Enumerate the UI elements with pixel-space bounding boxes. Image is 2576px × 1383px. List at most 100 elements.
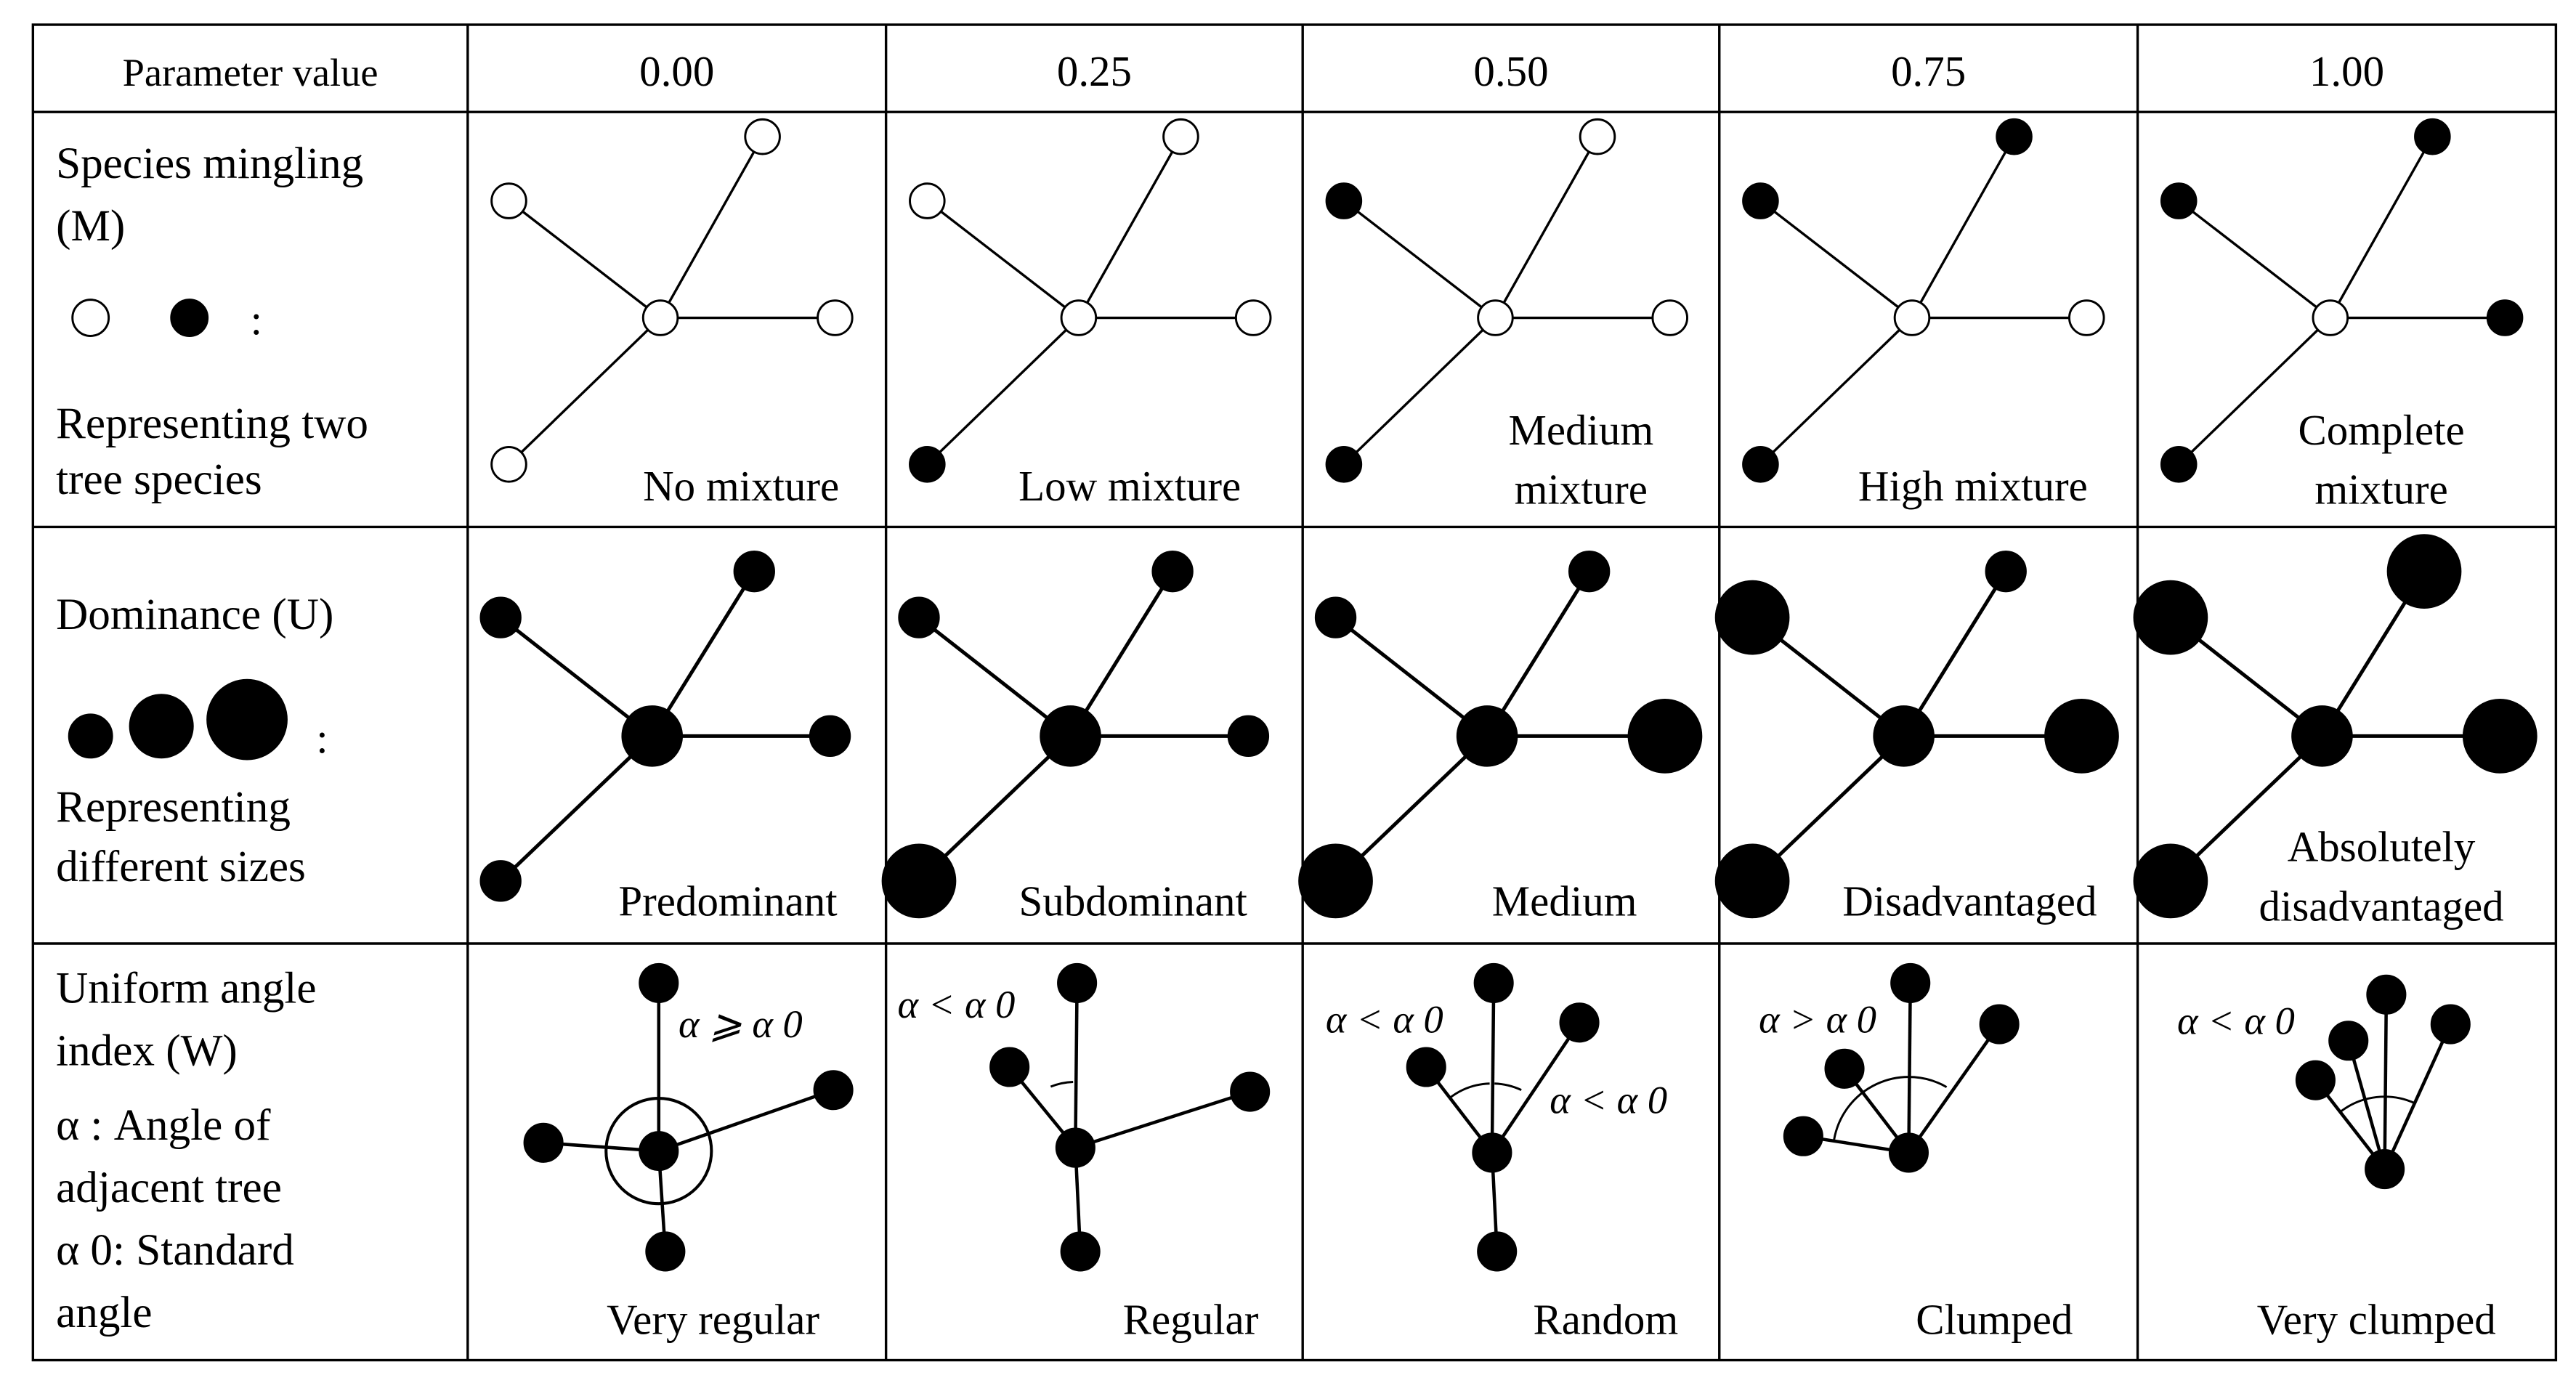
mingling-caption: mixture	[2314, 466, 2447, 514]
mingling-caption: High mixture	[1858, 462, 2088, 510]
dominance-caption: Subdominant	[1019, 877, 1248, 925]
mingling-reference-tree	[1893, 299, 1931, 336]
legend-size-medium	[129, 694, 194, 759]
dominance-neighbor-tree	[1627, 699, 1703, 774]
mingling-neighbor-tree	[490, 182, 527, 219]
mingling-reference-tree	[1060, 299, 1098, 336]
angle-neighbor-tree	[2430, 1004, 2471, 1045]
mingling-caption: Low mixture	[1018, 462, 1241, 510]
mingling-neighbor-tree	[1651, 299, 1689, 336]
dominance-edge	[1069, 570, 1175, 737]
mingling-neighbor-tree	[490, 446, 527, 483]
angle-arc	[1833, 1076, 1948, 1140]
angle-caption: Clumped	[1916, 1295, 2073, 1343]
legend-size-small	[68, 713, 113, 759]
legend-colon: :	[316, 714, 328, 762]
dominance-caption: disadvantaged	[2259, 882, 2504, 930]
legend-open-circle	[71, 299, 110, 337]
header-parameter-label: Parameter value	[123, 51, 378, 94]
header-value-1: 0.25	[1057, 47, 1132, 95]
mingling-edge	[508, 200, 662, 319]
mingling-reference-tree	[1477, 299, 1514, 336]
mingling-neighbor-tree	[1234, 299, 1272, 336]
mingling-neighbor-tree	[1162, 118, 1199, 155]
mingling-caption: Complete	[2298, 406, 2464, 454]
angle-edge	[1074, 1090, 1251, 1150]
angle-neighbor-tree	[2366, 974, 2407, 1015]
dominance-reference-tree	[2291, 705, 2353, 767]
angle-annotation: α < α 0	[1550, 1078, 1667, 1122]
angle-caption: Random	[1533, 1295, 1678, 1343]
angle-neighbor-tree	[2295, 1060, 2336, 1100]
angle-annotation: α < α 0	[2177, 999, 2295, 1043]
table-border	[31, 23, 2558, 1362]
mingling-neighbor-tree	[2486, 299, 2524, 336]
mingling-neighbor-tree	[1742, 182, 1779, 219]
mingling-edge	[1342, 317, 1496, 466]
mingling-neighbor-tree	[909, 446, 946, 483]
mingling-edge	[926, 200, 1080, 319]
dominance-neighbor-tree	[1714, 580, 1790, 655]
angle-neighbor-tree	[989, 1047, 1030, 1087]
mingling-edge	[1911, 136, 2016, 319]
mingling-caption: mixture	[1515, 466, 1648, 514]
angle-reference-tree	[1472, 1132, 1512, 1173]
dominance-edge	[1334, 616, 1489, 738]
angle-neighbor-tree	[1230, 1071, 1271, 1112]
angle-edge	[2383, 1023, 2453, 1170]
angle-annotation: α < α 0	[1326, 997, 1443, 1041]
mingling-edge	[2329, 136, 2434, 319]
dominance-desc-line: Representing	[56, 782, 291, 832]
angle-reference-tree	[1888, 1132, 1929, 1173]
dominance-neighbor-tree	[733, 550, 775, 593]
angle-caption: Very clumped	[2257, 1295, 2496, 1343]
dominance-desc-line: different sizes	[56, 842, 306, 891]
angle-edge	[1074, 983, 1079, 1148]
mingling-caption: Medium	[1508, 406, 1653, 454]
mingling-edge	[1759, 317, 1913, 466]
dominance-reference-tree	[1873, 705, 1935, 767]
header-value-0: 0.00	[639, 47, 714, 95]
dominance-edge	[650, 570, 756, 737]
mingling-neighbor-tree	[2160, 182, 2198, 219]
mingling-desc-line: Representing two	[56, 399, 368, 448]
angle-desc-line: angle	[56, 1288, 153, 1337]
mingling-neighbor-tree	[744, 118, 781, 155]
mingling-reference-tree	[641, 299, 679, 336]
mingling-edge	[659, 136, 764, 319]
dominance-neighbor-tree	[1985, 550, 2027, 593]
angle-neighbor-tree	[2328, 1021, 2369, 1061]
mingling-edge	[2178, 317, 2331, 466]
mingling-edge	[1077, 136, 1182, 319]
dominance-neighbor-tree	[1568, 550, 1611, 593]
dominance-reference-tree	[1456, 705, 1518, 767]
dominance-neighbor-tree	[1151, 550, 1194, 593]
angle-neighbor-tree	[1406, 1047, 1446, 1087]
angle-caption: Very regular	[607, 1295, 819, 1343]
dominance-label-line: Dominance (U)	[56, 590, 333, 639]
angle-ring	[604, 1097, 713, 1206]
dominance-edge	[499, 734, 654, 883]
mingling-reference-tree	[2312, 299, 2349, 336]
mingling-neighbor-tree	[909, 182, 946, 219]
mingling-edge	[508, 317, 662, 466]
angle-annotation: α ⩾ α 0	[679, 1002, 803, 1046]
mingling-neighbor-tree	[1579, 118, 1616, 155]
angle-neighbor-tree	[645, 1231, 686, 1272]
dominance-edge	[1902, 570, 2008, 737]
dominance-neighbor-tree	[2133, 580, 2208, 655]
angle-annotation: α > α 0	[1759, 997, 1876, 1041]
angle-caption: Regular	[1123, 1295, 1259, 1343]
dominance-edge	[499, 616, 654, 738]
mingling-edge	[926, 317, 1080, 466]
angle-arc	[2339, 1095, 2416, 1114]
dominance-reference-tree	[621, 705, 684, 767]
mingling-neighbor-tree	[1996, 118, 2033, 155]
dominance-neighbor-tree	[1227, 715, 1270, 758]
mingling-label-line: Species mingling	[56, 139, 363, 188]
mingling-label-line: (M)	[56, 201, 125, 251]
legend-size-large	[206, 678, 288, 761]
dominance-neighbor-tree	[1714, 843, 1790, 919]
angle-reference-tree	[639, 1131, 679, 1172]
